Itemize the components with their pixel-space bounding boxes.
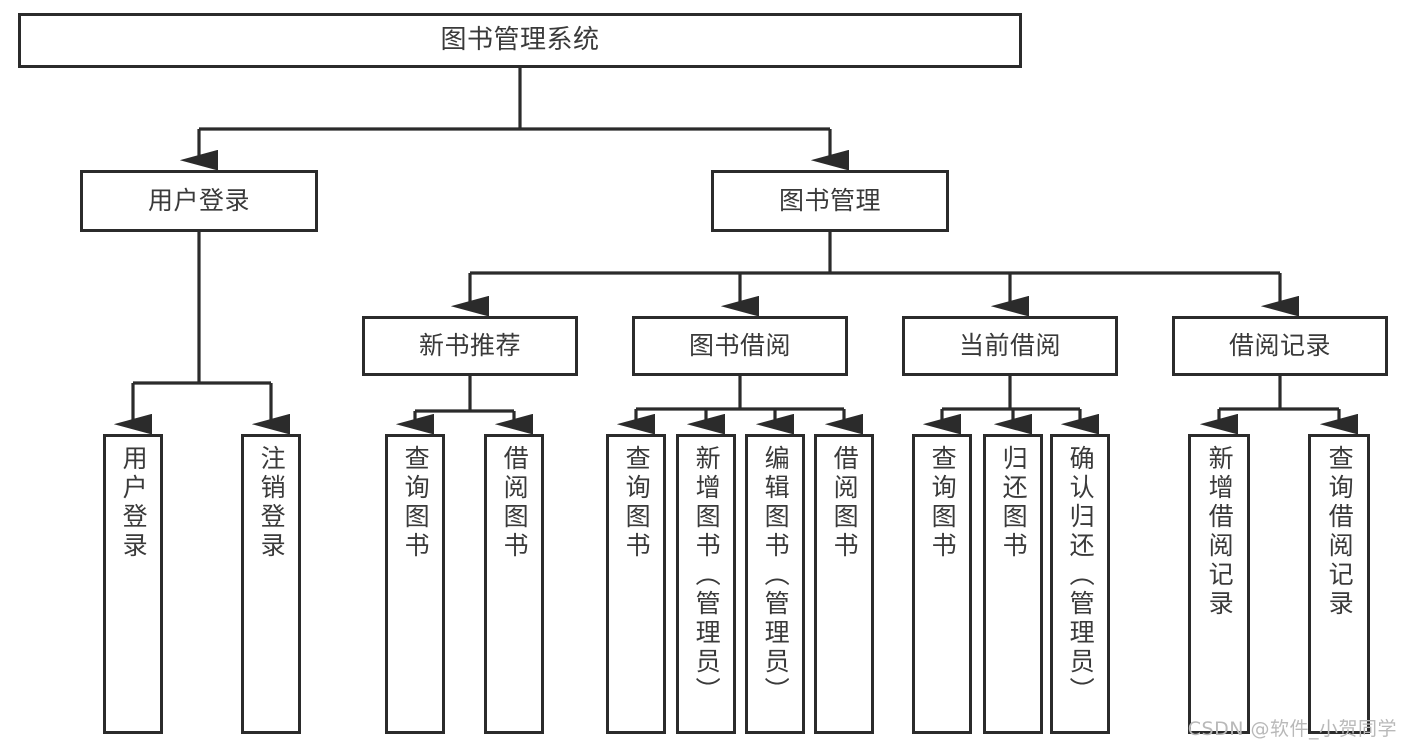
node-leaf-edit-book-label: 编辑图书（管理员） — [761, 445, 791, 706]
node-new-book-rec[interactable]: 新书推荐 — [362, 316, 578, 376]
node-leaf-query-book-a-label: 查询图书 — [401, 445, 431, 561]
node-leaf-query-book-b[interactable]: 查询图书 — [606, 434, 666, 734]
node-leaf-confirm-return[interactable]: 确认归还（管理员） — [1050, 434, 1110, 734]
node-user-login-label: 用户登录 — [147, 186, 250, 216]
watermark-text: CSDN @软件_小贺同学 — [1187, 718, 1397, 740]
node-leaf-return-book[interactable]: 归还图书 — [983, 434, 1043, 734]
node-current-borrow-label: 当前借阅 — [958, 331, 1061, 361]
node-leaf-user-login[interactable]: 用户登录 — [103, 434, 163, 734]
node-leaf-confirm-return-label: 确认归还（管理员） — [1066, 445, 1096, 706]
node-book-borrow-label: 图书借阅 — [688, 331, 791, 361]
node-leaf-logout[interactable]: 注销登录 — [241, 434, 301, 734]
node-leaf-borrow-book-a-label: 借阅图书 — [500, 445, 530, 561]
node-borrow-record-label: 借阅记录 — [1228, 331, 1331, 361]
node-book-manage-label: 图书管理 — [778, 186, 881, 216]
node-leaf-logout-label: 注销登录 — [257, 445, 287, 561]
node-leaf-add-record[interactable]: 新增借阅记录 — [1188, 434, 1250, 734]
node-leaf-borrow-book-b[interactable]: 借阅图书 — [814, 434, 874, 734]
node-new-book-rec-label: 新书推荐 — [418, 331, 521, 361]
node-leaf-query-book-a[interactable]: 查询图书 — [385, 434, 445, 734]
node-leaf-edit-book[interactable]: 编辑图书（管理员） — [745, 434, 805, 734]
node-leaf-add-book[interactable]: 新增图书（管理员） — [676, 434, 736, 734]
node-leaf-return-book-label: 归还图书 — [999, 445, 1029, 561]
node-leaf-borrow-book-a[interactable]: 借阅图书 — [484, 434, 544, 734]
node-root-label: 图书管理系统 — [440, 25, 600, 56]
node-leaf-user-login-label: 用户登录 — [119, 445, 149, 561]
node-borrow-record[interactable]: 借阅记录 — [1172, 316, 1388, 376]
node-leaf-borrow-book-b-label: 借阅图书 — [830, 445, 860, 561]
node-book-manage[interactable]: 图书管理 — [711, 170, 949, 232]
node-root[interactable]: 图书管理系统 — [18, 13, 1022, 68]
node-leaf-query-record[interactable]: 查询借阅记录 — [1308, 434, 1370, 734]
node-book-borrow[interactable]: 图书借阅 — [632, 316, 848, 376]
node-leaf-query-record-label: 查询借阅记录 — [1325, 445, 1355, 619]
node-leaf-add-record-label: 新增借阅记录 — [1205, 445, 1235, 619]
node-current-borrow[interactable]: 当前借阅 — [902, 316, 1118, 376]
node-user-login[interactable]: 用户登录 — [80, 170, 318, 232]
node-leaf-query-book-c-label: 查询图书 — [928, 445, 958, 561]
node-leaf-add-book-label: 新增图书（管理员） — [692, 445, 722, 706]
node-leaf-query-book-c[interactable]: 查询图书 — [912, 434, 972, 734]
node-leaf-query-book-b-label: 查询图书 — [622, 445, 652, 561]
